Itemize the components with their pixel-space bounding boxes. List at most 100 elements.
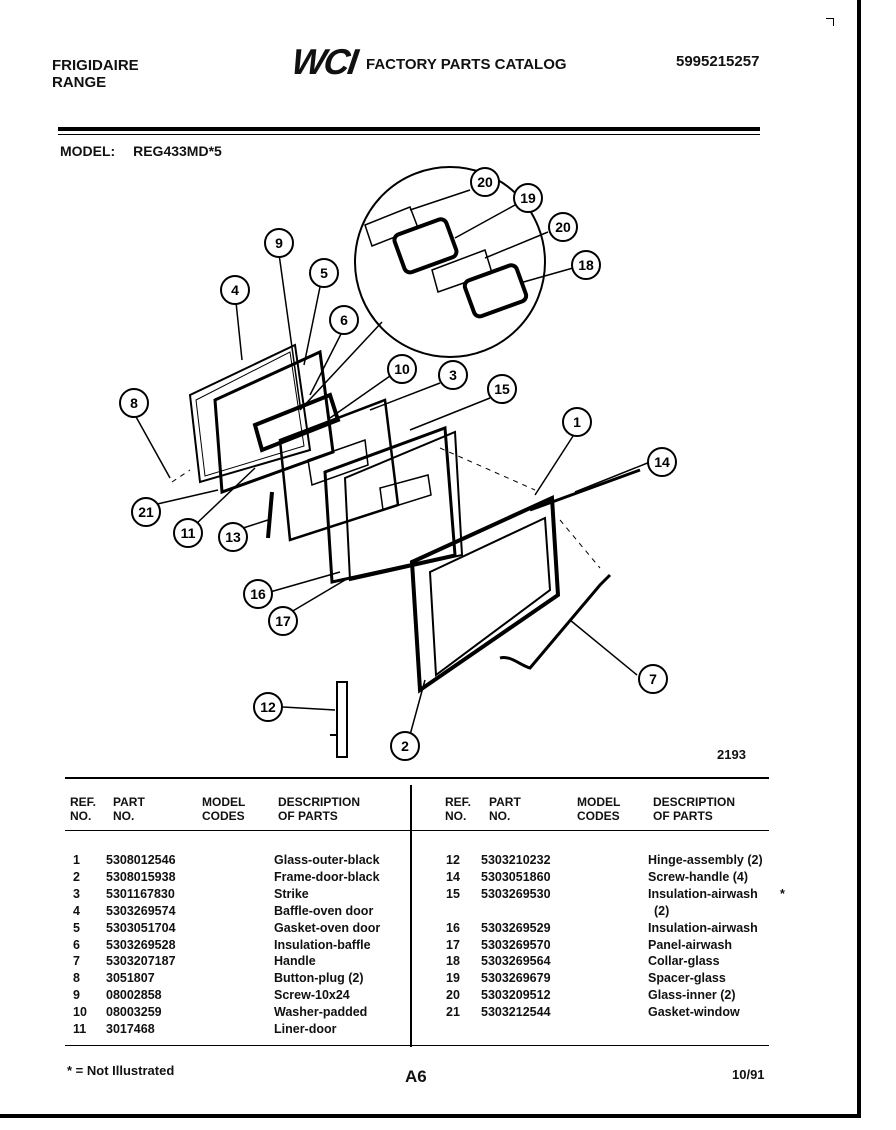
callout-7: 7: [638, 664, 668, 694]
model-value: REG433MD*5: [133, 143, 222, 159]
row-description: Insulation-airwash: [648, 920, 758, 935]
model-label: MODEL:: [60, 143, 116, 159]
row-part-no: 5303269528: [106, 937, 176, 952]
row-description: Gasket-oven door: [274, 920, 381, 935]
callout-1: 1: [562, 407, 592, 437]
product-type: RANGE: [52, 74, 107, 91]
part-screw-handle: [529, 468, 641, 512]
callout-2-label: 2: [401, 738, 409, 754]
part-frame-door: [409, 494, 561, 694]
callout-21-label: 21: [138, 504, 154, 520]
callout-18: 18: [571, 250, 601, 280]
callout-11: 11: [173, 518, 203, 548]
callout-8-label: 8: [130, 395, 138, 411]
row-description: Washer-padded: [274, 1005, 368, 1020]
part-gasket: [213, 349, 335, 495]
part-gasket-strip: [266, 491, 274, 539]
callout-20b-label: 20: [555, 219, 571, 235]
callout-19-label: 19: [520, 190, 536, 206]
row-ref-no: 14: [446, 869, 460, 884]
row-part-no: 08003259: [106, 1005, 162, 1020]
part-insulation-baffle: [252, 392, 341, 453]
row-part-no: 5303210232: [481, 853, 551, 867]
header-ref-no-left: REF.NO.: [70, 795, 97, 823]
callout-17-label: 17: [275, 613, 291, 629]
callout-3: 3: [438, 360, 468, 390]
header-ref-no-right: REF.NO.: [445, 795, 472, 823]
row-ref-no: 9: [73, 988, 80, 1003]
part-handle: [499, 573, 612, 670]
callout-2: 2: [390, 731, 420, 761]
page-border-bottom: [0, 1114, 861, 1118]
row-part-no: 5308015938: [106, 869, 176, 884]
row-part-no: 08002858: [106, 988, 162, 1003]
part-collar-glass-detail: [462, 263, 529, 319]
callout-20a-label: 20: [477, 174, 493, 190]
callout-5: 5: [309, 258, 339, 288]
callout-1-label: 1: [573, 414, 581, 430]
part-insulation-airwash: [323, 425, 457, 584]
row-description: Spacer-glass: [648, 971, 726, 986]
page-border-right: [857, 0, 861, 1118]
brand-name: FRIGIDAIRE: [52, 57, 139, 74]
callout-6: 6: [329, 305, 359, 335]
row-description: Collar-glass: [648, 954, 720, 969]
row-description: Strike: [274, 886, 309, 901]
row-description: Frame-door-black: [274, 869, 380, 884]
part-glass-inner-detail: [364, 206, 419, 247]
row-part-no: 5303051704: [106, 920, 176, 935]
table-bottom-rule: [65, 1045, 769, 1046]
row-part-no: 5303269564: [481, 954, 551, 969]
exploded-parts-diagram: 20 19 20 18 9 5 4 6 10 3 15 1 14 8 21 11…: [119, 166, 677, 761]
row-part-no: 5303212544: [481, 1005, 551, 1020]
corner-mark: [826, 18, 834, 26]
row-ref-no: 10: [73, 1005, 87, 1020]
row-ref-no: 15: [446, 886, 460, 901]
part-glass-outer: [428, 516, 552, 677]
callout-16: 16: [243, 579, 273, 609]
not-illustrated-note: * = Not Illustrated: [67, 1063, 175, 1078]
catalog-number: 5995215257: [676, 53, 760, 70]
row-ref-no: 1: [73, 853, 80, 867]
page-number: A6: [405, 1067, 427, 1086]
row-part-no: 5303207187: [106, 954, 176, 969]
row-ref-no: 21: [446, 1005, 460, 1020]
callout-20a: 20: [470, 167, 500, 197]
header-rule-thin: [58, 134, 760, 135]
row-ref-no: 7: [73, 954, 80, 969]
row-description: Panel-airwash: [648, 937, 733, 952]
row-part-no: 3017468: [106, 1022, 155, 1036]
header-rule-thick: [58, 127, 760, 131]
detail-leader: [299, 321, 383, 411]
callout-16-label: 16: [250, 586, 266, 602]
row-ref-no: 19: [446, 971, 460, 986]
row-part-no: 5308012546: [106, 853, 176, 867]
row-part-no: 5301167830: [106, 886, 175, 901]
row-part-no: 5303209512: [481, 988, 551, 1003]
row-description: Screw-handle (4): [648, 869, 749, 884]
callout-9: 9: [264, 228, 294, 258]
callout-4: 4: [220, 275, 250, 305]
row-part-no: 5303269570: [481, 937, 551, 952]
row-part-no: 3051807: [106, 971, 155, 986]
table-column-divider: [410, 785, 412, 1047]
row-part-no: 5303269679: [481, 971, 551, 986]
callout-10-label: 10: [394, 361, 410, 377]
callout-15: 15: [487, 374, 517, 404]
callout-8: 8: [119, 388, 149, 418]
callout-18-label: 18: [578, 257, 594, 273]
callout-20b: 20: [548, 212, 578, 242]
catalog-date: 10/91: [732, 1067, 765, 1082]
row-ref-no: 8: [73, 971, 80, 986]
callout-5-label: 5: [320, 265, 328, 281]
part-baffle: [188, 343, 312, 484]
callout-6-label: 6: [340, 312, 348, 328]
callout-14-label: 14: [654, 454, 670, 470]
callout-13: 13: [218, 522, 248, 552]
row-part-no: 5303269574: [106, 903, 176, 918]
